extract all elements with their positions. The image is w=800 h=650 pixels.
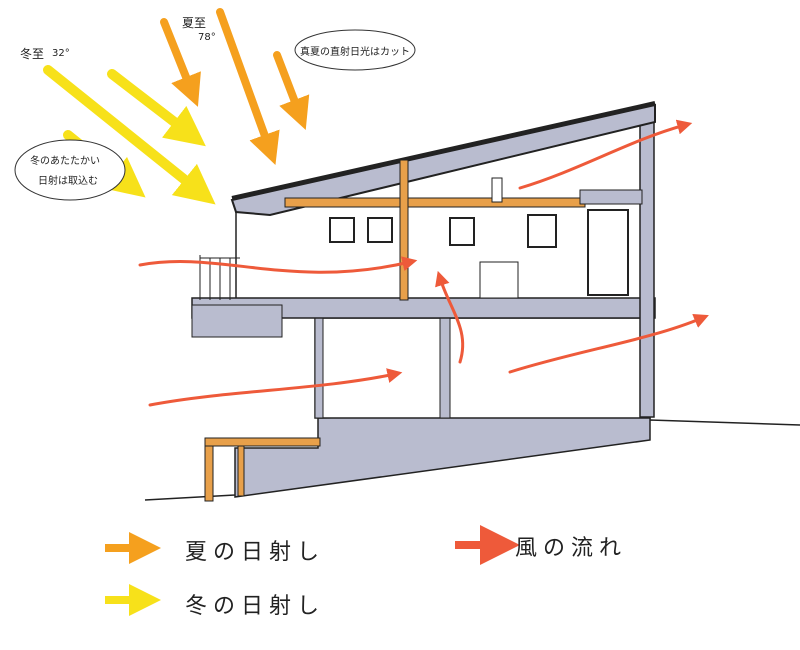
winter-note-line1: 冬のあたたかい (30, 156, 100, 167)
lower-interior-wall (439, 317, 451, 419)
lower-left-wall (314, 317, 324, 419)
summer-note-cloud (294, 29, 416, 71)
post (399, 159, 409, 301)
right-wall (639, 111, 655, 418)
wind-arrows (138, 119, 709, 407)
summer-note: 真夏の直射日光はカット (300, 47, 410, 58)
summer-angle-label: 78° (198, 32, 216, 43)
lower-floor (314, 317, 651, 419)
winter-note-cloud (14, 139, 126, 201)
beam (284, 197, 586, 208)
summer-sun-arrows (160, 8, 310, 166)
windows (329, 209, 629, 296)
legend-summer-sun: 夏の日射し (185, 540, 326, 565)
carport (204, 437, 321, 502)
chimney (491, 177, 503, 203)
legend-wind: 風の流れ (515, 536, 628, 561)
winter-note-line2: 日射は取込む (38, 176, 98, 187)
summer-solstice-label: 夏至 (182, 16, 207, 30)
loft-slab (579, 189, 643, 205)
winter-solstice-label: 冬至 (20, 47, 45, 61)
kitchen-counter (479, 261, 519, 299)
roof-edge (231, 101, 656, 200)
legend-winter-sun: 冬の日射し (185, 594, 326, 619)
legend-arrows (105, 525, 520, 616)
winter-angle-label: 32° (52, 48, 70, 59)
foundation (234, 411, 651, 498)
balcony (191, 304, 283, 338)
